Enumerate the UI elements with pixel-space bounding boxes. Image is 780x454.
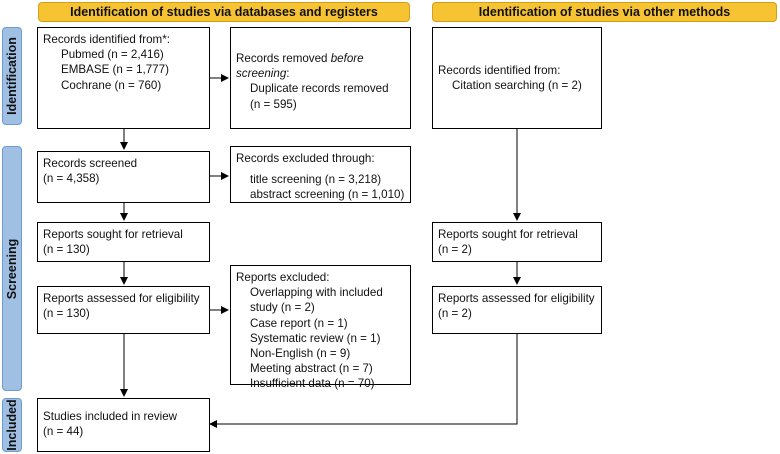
- studies-included-box: Studies included in review (n = 44): [37, 398, 210, 452]
- records-removed-title: Records removed before: [236, 52, 364, 65]
- phase-identification: Identification: [2, 27, 22, 125]
- citation-searching-count: Citation searching (n = 2): [452, 79, 582, 93]
- records-identified-box: Records identified from*: Pubmed (n = 2,…: [37, 27, 210, 129]
- records-identified-title: Records identified from*:: [43, 33, 170, 46]
- cochrane-count: Cochrane (n = 760): [61, 78, 162, 92]
- other-reports-sought-label: Reports sought for retrieval: [438, 228, 578, 241]
- other-records-identified-box: Records identified from: Citation search…: [432, 27, 602, 129]
- header-other-methods: Identification of studies via other meth…: [432, 2, 777, 22]
- other-reports-sought-box: Reports sought for retrieval (n = 2): [432, 222, 602, 262]
- reports-excluded-item: study (n = 2): [250, 301, 315, 315]
- other-reports-assessed-count: (n = 2): [438, 307, 472, 321]
- records-screened-label: Records screened: [43, 157, 138, 170]
- pubmed-count: Pubmed (n = 2,416): [61, 48, 164, 62]
- reports-excluded-item: Insufficient data (n = 70): [250, 377, 375, 391]
- abstract-screening-count: abstract screening (n = 1,010): [250, 188, 405, 202]
- reports-excluded-item: Case report (n = 1): [250, 316, 348, 330]
- header-databases: Identification of studies via databases …: [38, 2, 410, 22]
- duplicate-records-count: (n = 595): [250, 97, 297, 111]
- reports-excluded-item: Overlapping with included: [250, 286, 383, 300]
- records-screened-box: Records screened (n = 4,358): [37, 151, 210, 203]
- records-removed-title-cont: screening:: [236, 67, 290, 81]
- reports-excluded-item: Meeting abstract (n = 7): [250, 362, 373, 376]
- reports-assessed-box: Reports assessed for eligibility (n = 13…: [37, 286, 210, 334]
- other-reports-assessed-box: Reports assessed for eligibility (n = 2): [432, 286, 602, 334]
- reports-assessed-label: Reports assessed for eligibility: [43, 292, 200, 305]
- records-removed-box: Records removed before screening: Duplic…: [230, 27, 411, 129]
- records-screened-count: (n = 4,358): [43, 172, 100, 186]
- reports-excluded-title: Reports excluded:: [236, 271, 330, 284]
- records-excluded-title: Records excluded through:: [236, 152, 375, 165]
- phase-screening: Screening: [2, 146, 22, 391]
- other-records-identified-title: Records identified from:: [438, 64, 561, 77]
- reports-assessed-count: (n = 130): [43, 307, 90, 321]
- other-reports-assessed-label: Reports assessed for eligibility: [438, 292, 595, 305]
- other-reports-sought-count: (n = 2): [438, 243, 472, 257]
- studies-included-count: (n = 44): [43, 425, 84, 439]
- records-excluded-box: Records excluded through: title screenin…: [230, 146, 411, 203]
- reports-sought-count: (n = 130): [43, 243, 90, 257]
- reports-excluded-item: Non-English (n = 9): [250, 347, 351, 361]
- reports-excluded-item: Systematic review (n = 1): [250, 331, 381, 345]
- embase-count: EMBASE (n = 1,777): [61, 63, 169, 77]
- arrow-other-assessed-to-included: [209, 334, 518, 428]
- studies-included-label: Studies included in review: [43, 410, 178, 423]
- reports-sought-box: Reports sought for retrieval (n = 130): [37, 222, 210, 262]
- title-screening-count: title screening (n = 3,218): [250, 173, 382, 187]
- duplicate-records-removed: Duplicate records removed: [250, 82, 389, 96]
- phase-included: Included: [2, 398, 22, 452]
- reports-sought-label: Reports sought for retrieval: [43, 228, 183, 241]
- reports-excluded-box: Reports excluded: Overlapping with inclu…: [230, 265, 411, 390]
